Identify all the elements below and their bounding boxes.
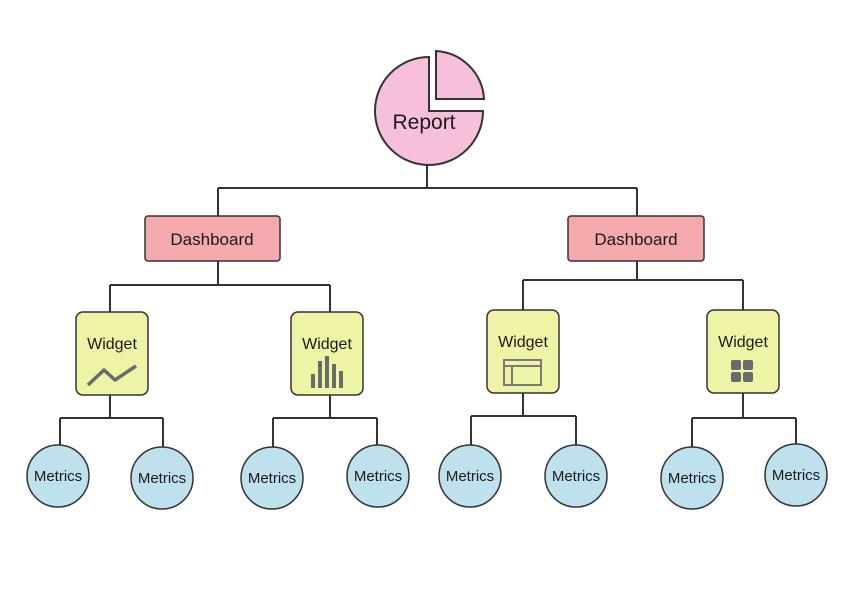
widget-node[interactable]: Widget [75,311,149,396]
metrics-node[interactable]: Metrics [660,446,724,510]
report-label: Report [392,111,455,134]
metrics-node[interactable]: Metrics [544,444,608,508]
metrics-node[interactable]: Metrics [240,446,304,510]
dashboard-node[interactable]: Dashboard [144,215,281,262]
metrics-label: Metrics [552,468,600,485]
widget-label: Widget [498,334,548,351]
metrics-node[interactable]: Metrics [130,446,194,510]
metrics-label: Metrics [354,468,402,485]
dashboard-node[interactable]: Dashboard [567,215,705,262]
metrics-node[interactable]: Metrics [764,443,828,507]
metrics-label: Metrics [668,470,716,487]
metrics-node[interactable]: Metrics [438,444,502,508]
metrics-label: Metrics [772,467,820,484]
dashboard-label: Dashboard [594,230,677,249]
widget-node[interactable]: Widget [486,309,560,394]
bar-chart-icon [311,356,343,388]
widget-label: Widget [718,334,768,351]
metrics-label: Metrics [248,470,296,487]
connector-lines [59,160,797,448]
widget-node[interactable]: Widget [290,311,364,396]
pie-slice [435,49,486,100]
widget-label: Widget [87,336,137,353]
window-layout-icon [503,359,542,386]
pie-chart-icon [374,55,485,166]
widget-node[interactable]: Widget [706,309,780,394]
report-node[interactable]: Report [374,49,486,166]
metrics-label: Metrics [34,468,82,485]
line-chart-icon [86,364,137,387]
metrics-node[interactable]: Metrics [26,444,90,508]
dashboard-label: Dashboard [170,230,253,249]
metrics-node[interactable]: Metrics [346,444,410,508]
grid-tiles-icon [731,360,753,382]
widget-label: Widget [302,336,352,353]
metrics-label: Metrics [446,468,494,485]
metrics-label: Metrics [138,470,186,487]
